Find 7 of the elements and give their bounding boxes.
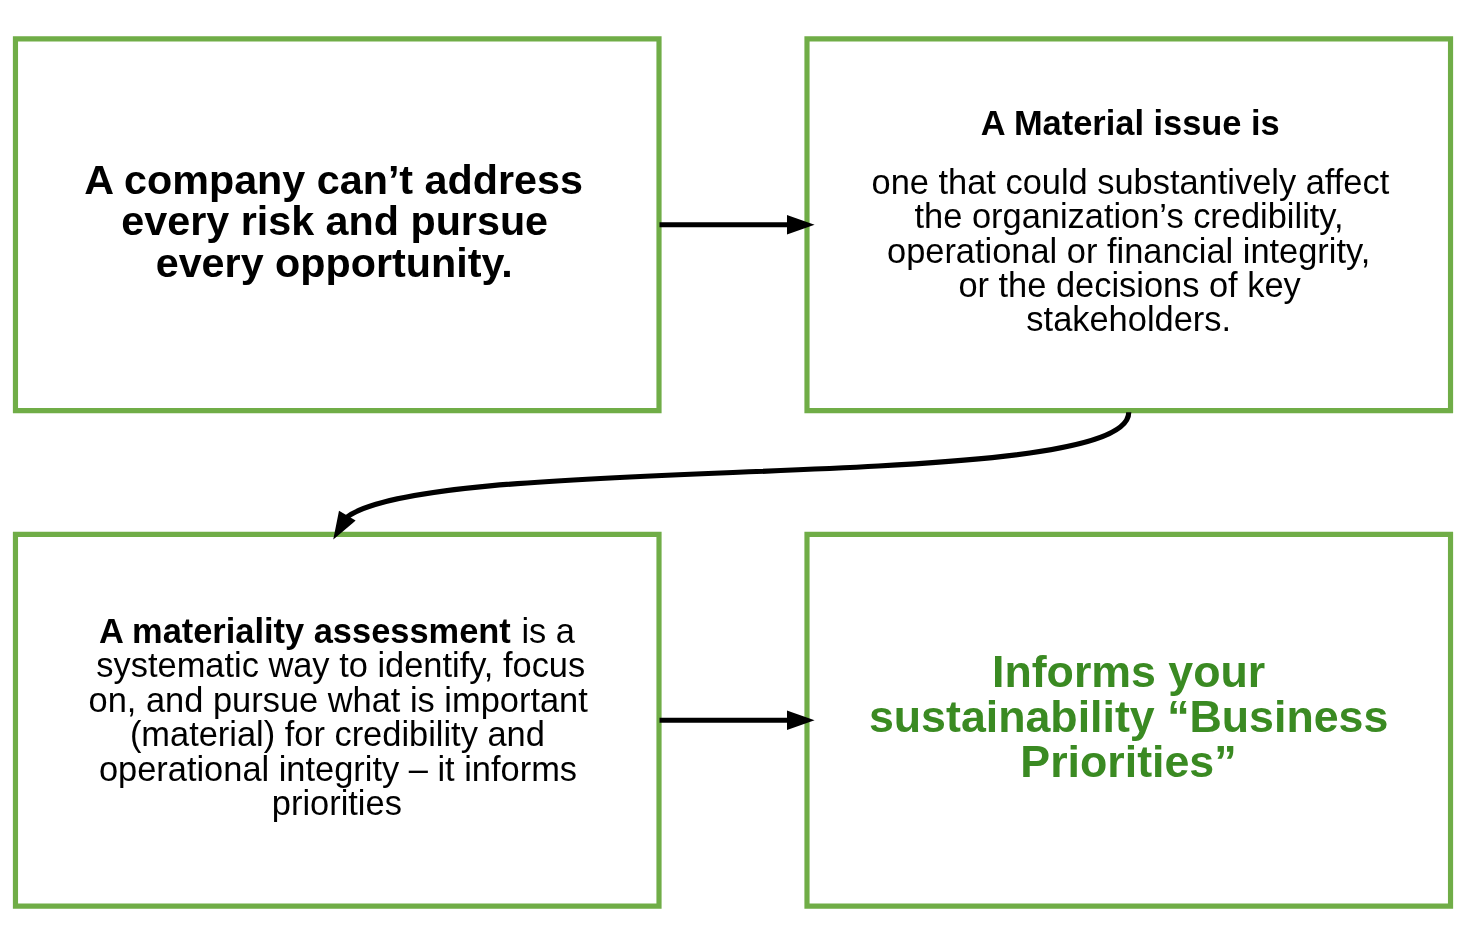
arrow	[333, 410, 1131, 540]
arrow	[659, 215, 815, 235]
node-box: Informs your sustainability “Business Priorities”	[804, 531, 1454, 909]
node-box: A Material issue is one that could substantively affect the organization’s credibility, operational or financial integrity, or the decisions of key stakeholders.	[804, 36, 1454, 414]
arrow	[659, 710, 815, 730]
node-box: A materiality assessment is a systematic way to identify, focus on, and pursue what is important (material) for credibility and operational integrity – it informs priorities	[12, 531, 662, 909]
node-box: A company can’t address every risk and pursue every opportunity.	[12, 36, 662, 414]
